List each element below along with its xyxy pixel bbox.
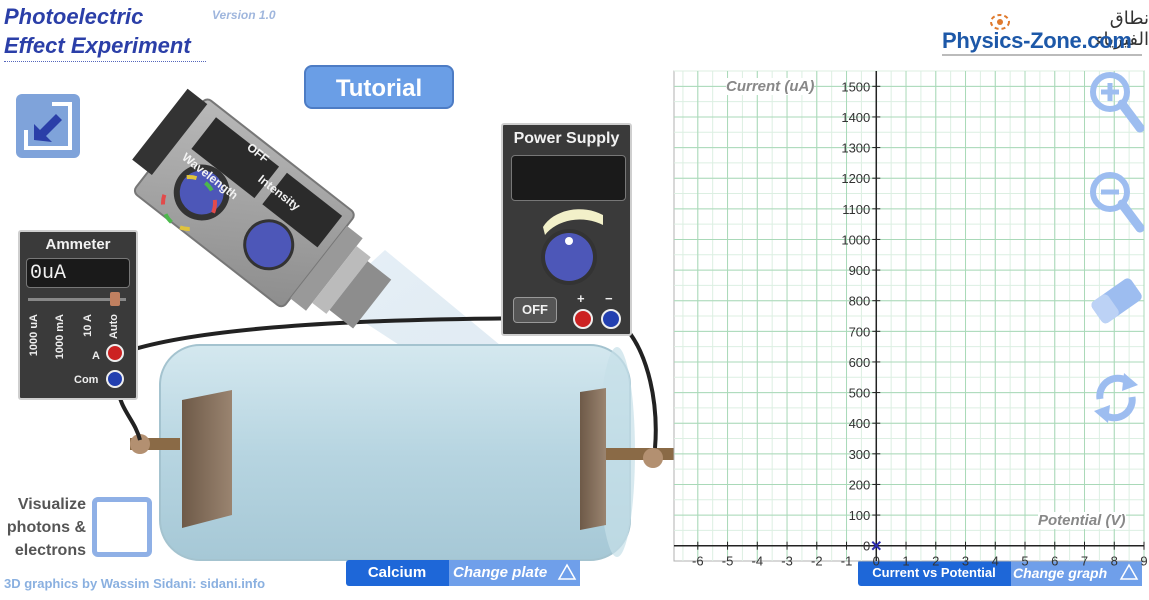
y-tick-label: 700 bbox=[849, 324, 871, 339]
minimize-arrow-icon bbox=[24, 102, 72, 150]
version-label: Version 1.0 bbox=[212, 8, 276, 22]
terminal-com-jack[interactable] bbox=[106, 370, 124, 388]
change-graph-button[interactable]: Change graph bbox=[1011, 560, 1142, 586]
change-graph-label: Change graph bbox=[1013, 565, 1108, 581]
range-slider-track bbox=[28, 298, 126, 301]
x-axis-label: Potential (V) bbox=[1038, 512, 1126, 529]
zoom-in-icon[interactable] bbox=[1088, 70, 1145, 134]
collector-plate bbox=[580, 388, 606, 530]
voltage-knob[interactable] bbox=[523, 207, 615, 287]
visualize-line1: Visualize bbox=[17, 496, 86, 513]
y-tick-label: 1000 bbox=[841, 232, 870, 247]
data-point bbox=[871, 540, 881, 551]
x-tick-label: -3 bbox=[781, 554, 793, 569]
y-tick-label: 400 bbox=[849, 416, 871, 431]
y-tick-label: 0 bbox=[863, 539, 870, 554]
x-tick-label: -5 bbox=[722, 554, 734, 569]
apparatus-scene bbox=[116, 88, 675, 561]
y-tick-label: 900 bbox=[849, 263, 871, 278]
app-title-line1: Photoelectric bbox=[4, 4, 144, 29]
range-1000ma[interactable]: 1000 mA bbox=[54, 314, 66, 360]
x-tick-label: 6 bbox=[1051, 554, 1058, 569]
range-auto[interactable]: Auto bbox=[108, 314, 120, 340]
terminal-a-jack[interactable] bbox=[106, 344, 124, 362]
power-supply-display bbox=[511, 155, 626, 201]
app-title-line2: Effect Experiment bbox=[4, 33, 191, 58]
visualize-label: Visualize photons & electrons bbox=[4, 493, 86, 562]
change-plate-label: Change plate bbox=[453, 564, 548, 581]
atom-logo-icon bbox=[990, 14, 1010, 30]
credit-text[interactable]: 3D graphics by Wassim Sidani: sidani.inf… bbox=[4, 576, 266, 591]
power-supply-label: Power Supply bbox=[513, 130, 620, 147]
power-supply: Power Supply OFF + − bbox=[501, 123, 632, 336]
range-slider-handle[interactable] bbox=[110, 292, 120, 306]
x-tick-label: 8 bbox=[1111, 554, 1118, 569]
range-1000ua[interactable]: 1000 uA bbox=[28, 314, 40, 357]
intensity-knob[interactable] bbox=[222, 215, 268, 261]
emitter-plate bbox=[182, 390, 232, 528]
triangle-up-icon bbox=[1119, 563, 1139, 580]
plate-selector-bar: Calcium Change plate bbox=[346, 560, 580, 586]
minus-label: − bbox=[605, 291, 613, 306]
x-tick-label: 1 bbox=[902, 554, 909, 569]
ammeter: Ammeter 0uA 1000 uA 1000 mA 10 A Auto A … bbox=[18, 230, 138, 400]
y-tick-label: 300 bbox=[849, 447, 871, 462]
visualize-line3: electrons bbox=[14, 542, 86, 559]
y-tick-label: 1500 bbox=[841, 79, 870, 94]
x-tick-label: 7 bbox=[1081, 554, 1088, 569]
x-tick-label: -2 bbox=[811, 554, 823, 569]
plus-terminal-jack[interactable] bbox=[573, 309, 593, 329]
y-tick-label: 800 bbox=[849, 294, 871, 309]
current-graph-label: Current vs Potential bbox=[872, 565, 996, 580]
y-tick-label: 100 bbox=[849, 508, 871, 523]
y-tick-label: 1400 bbox=[841, 110, 870, 125]
logo-english[interactable]: Physics-Zone.com bbox=[942, 28, 1132, 53]
y-tick-label: 1300 bbox=[841, 141, 870, 156]
minimize-button[interactable] bbox=[16, 94, 80, 158]
x-tick-label: 3 bbox=[962, 554, 969, 569]
ammeter-display: 0uA bbox=[26, 258, 130, 288]
power-supply-off-button[interactable]: OFF bbox=[513, 297, 557, 323]
triangle-up-icon bbox=[557, 563, 577, 580]
x-tick-label: -4 bbox=[752, 554, 764, 569]
y-tick-label: 1200 bbox=[841, 171, 870, 186]
x-tick-label: 9 bbox=[1140, 554, 1147, 569]
x-tick-label: 2 bbox=[932, 554, 939, 569]
x-tick-label: 5 bbox=[1021, 554, 1028, 569]
tutorial-button[interactable]: Tutorial bbox=[304, 65, 454, 109]
terminal-a-label: A bbox=[92, 350, 100, 362]
logo-arabic: نطاق الفيزياء bbox=[1095, 8, 1149, 50]
app-title: Photoelectric Effect Experiment bbox=[4, 2, 206, 62]
x-tick-label: 4 bbox=[992, 554, 999, 569]
logo-underline bbox=[942, 54, 1142, 56]
visualize-checkbox[interactable] bbox=[92, 497, 152, 557]
eraser-icon[interactable] bbox=[1088, 270, 1144, 330]
y-tick-label: 600 bbox=[849, 355, 871, 370]
wavelength-knob[interactable] bbox=[167, 180, 213, 226]
y-tick-label: 1100 bbox=[842, 202, 870, 217]
graph-selector-bar: Current vs Potential Change graph bbox=[858, 560, 1142, 586]
x-tick-label: 0 bbox=[873, 554, 880, 569]
minus-terminal-jack[interactable] bbox=[601, 309, 621, 329]
plus-label: + bbox=[577, 291, 585, 306]
current-plate-label: Calcium bbox=[367, 564, 427, 581]
y-tick-label: 200 bbox=[849, 477, 871, 492]
right-electrode-rod bbox=[600, 448, 675, 460]
x-tick-label: -6 bbox=[692, 554, 704, 569]
visualize-line2: photons & bbox=[6, 519, 86, 536]
range-10a[interactable]: 10 A bbox=[82, 314, 94, 337]
light-source-lamp bbox=[132, 88, 392, 329]
x-tick-label: -1 bbox=[841, 554, 853, 569]
refresh-icon[interactable] bbox=[1088, 365, 1144, 429]
current-vs-potential-graph[interactable]: -6 -5 -4 -3 -2 -1 0 1 2 3 4 5 6 7 8 9 0 100 200 300 400 500 60… bbox=[673, 70, 1148, 569]
zoom-out-icon[interactable] bbox=[1088, 170, 1145, 234]
ammeter-label: Ammeter bbox=[45, 236, 111, 253]
change-plate-button[interactable]: Change plate bbox=[449, 560, 580, 586]
y-axis-label: Current (uA) bbox=[726, 78, 815, 95]
y-tick-label: 500 bbox=[849, 386, 871, 401]
terminal-com-label: Com bbox=[74, 374, 99, 386]
